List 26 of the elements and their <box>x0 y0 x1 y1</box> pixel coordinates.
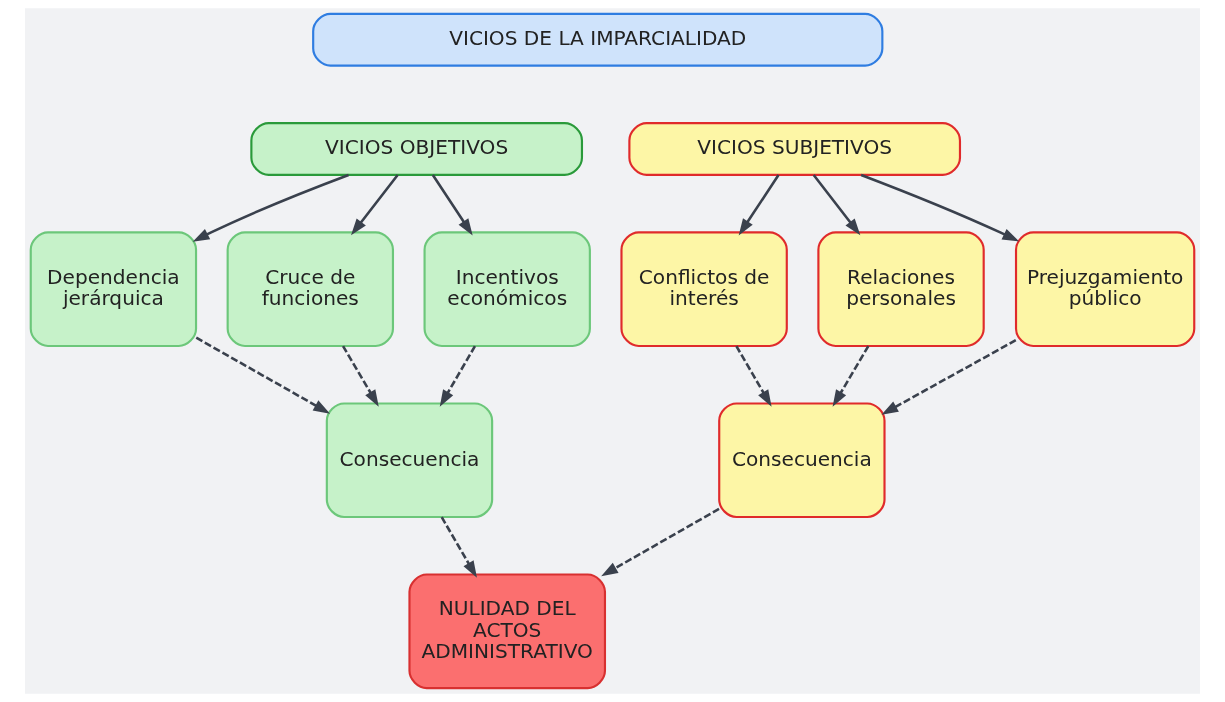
node-box: Incentivos económicos <box>423 231 591 348</box>
arrow <box>195 336 331 414</box>
node-box: Dependencia jerárquica <box>29 231 198 348</box>
node-box: Cruce de funciones <box>226 231 395 348</box>
arrow <box>812 174 861 236</box>
arrow <box>440 516 477 578</box>
arrow <box>738 174 780 236</box>
arrow <box>735 345 772 407</box>
node-box: Relaciones personales <box>817 231 985 348</box>
arrow <box>601 507 720 577</box>
arrow <box>192 173 350 242</box>
node-box: VICIOS SUBJETIVOS <box>628 122 962 176</box>
node-box: Consecuencia <box>718 402 886 519</box>
arrow <box>431 174 473 236</box>
arrow <box>832 345 870 407</box>
arrow <box>860 173 1020 242</box>
node-box: VICIOS OBJETIVOS <box>250 122 584 176</box>
arrow <box>341 345 379 407</box>
arrow <box>351 174 399 236</box>
node-box: NULIDAD DEL ACTOS ADMINISTRATIVO <box>408 573 607 690</box>
node-box: VICIOS DE LA IMPARCIALIDAD <box>312 12 884 67</box>
node-box: Prejuzgamiento público <box>1014 231 1196 348</box>
arrow <box>439 345 477 407</box>
node-box: Conflictos de interés <box>620 231 788 348</box>
arrow <box>881 339 1017 415</box>
node-box: Consecuencia <box>325 402 494 519</box>
